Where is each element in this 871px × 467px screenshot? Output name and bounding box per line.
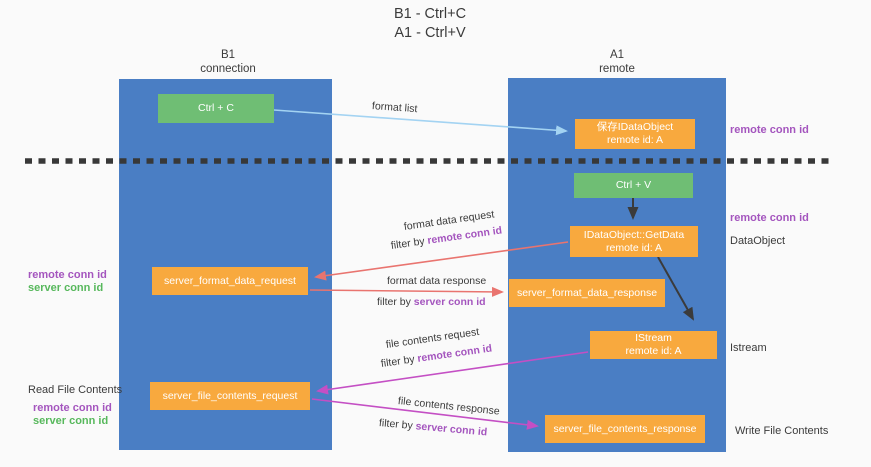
filter-by-text: filter by — [390, 234, 429, 252]
server-file-contents-request-box: server_file_contents_request — [150, 382, 310, 410]
server-format-data-response-box: server_format_data_response — [509, 279, 665, 307]
title-line-1: B1 - Ctrl+C — [393, 6, 467, 22]
save-dataobject-line1: 保存IDataObject — [596, 121, 674, 133]
ctrl-v-label: Ctrl + V — [615, 179, 652, 191]
server-format-data-request-label: server_format_data_request — [164, 274, 296, 287]
format-response-filter-label: filter by server conn id — [377, 296, 486, 308]
server-format-data-request-box: server_format_data_request — [152, 267, 308, 295]
istream-label: Istream — [730, 342, 767, 354]
save-dataobject-box: 保存IDataObject remote id: A — [575, 119, 695, 149]
file-contents-response-label: file contents response — [397, 395, 501, 418]
diagram-title: B1 - Ctrl+C A1 - Ctrl+V — [330, 5, 530, 43]
right-mid-remote-conn-id: remote conn id — [730, 212, 809, 224]
left-format-server-conn-id: server conn id — [28, 282, 104, 294]
istream-line1: IStream — [635, 332, 672, 344]
istream-box: IStream remote id: A — [590, 331, 717, 359]
server-file-contents-request-label: server_file_contents_request — [162, 389, 298, 402]
lane-a1-name: A1 — [609, 49, 625, 61]
getdata-line1: IDataObject::GetData — [583, 228, 685, 241]
server-conn-id-key: server conn id — [413, 296, 486, 308]
title-line-2: A1 - Ctrl+V — [394, 25, 466, 41]
right-top-remote-conn-id: remote conn id — [730, 124, 809, 136]
lane-b1-name: B1 — [220, 49, 236, 61]
save-dataobject-line2: remote id: A — [606, 134, 664, 146]
arrow-format-data-response — [309, 286, 504, 297]
filter-by-text: filter by — [380, 352, 419, 370]
ctrl-c-label: Ctrl + C — [198, 102, 234, 114]
server-file-contents-response-box: server_file_contents_response — [545, 415, 705, 443]
write-file-contents-label: Write File Contents — [735, 425, 829, 437]
lane-b1-role: connection — [200, 63, 256, 75]
format-data-response-label: format data response — [387, 275, 487, 287]
filter-by-text: filter by — [378, 417, 417, 433]
ctrl-v-box: Ctrl + V — [574, 173, 693, 198]
lane-header-b1: B1 connection — [158, 48, 298, 76]
ctrl-c-box: Ctrl + C — [158, 94, 274, 123]
server-file-contents-response-label: server_file_contents_response — [553, 422, 697, 435]
getdata-line2: remote id: A — [605, 241, 663, 254]
istream-line2: remote id: A — [625, 345, 682, 357]
read-file-contents-label: Read File Contents — [28, 384, 123, 396]
file-response-filter-label: filter by server conn id — [378, 417, 487, 438]
dataobject-label: DataObject — [730, 235, 786, 247]
lane-a1-role: remote — [599, 63, 635, 75]
format-list-label: format list — [371, 100, 418, 116]
lane-header-a1: A1 remote — [547, 48, 687, 76]
left-file-server-conn-id: server conn id — [33, 415, 109, 427]
server-format-data-response-label: server_format_data_response — [516, 286, 658, 299]
left-format-remote-conn-id: remote conn id — [28, 269, 107, 281]
server-conn-id-key: server conn id — [415, 420, 488, 439]
left-file-remote-conn-id: remote conn id — [33, 402, 112, 414]
getdata-box: IDataObject::GetData remote id: A — [570, 226, 698, 257]
filter-by-text: filter by — [377, 296, 414, 308]
remote-conn-id-key: remote conn id — [416, 342, 493, 365]
